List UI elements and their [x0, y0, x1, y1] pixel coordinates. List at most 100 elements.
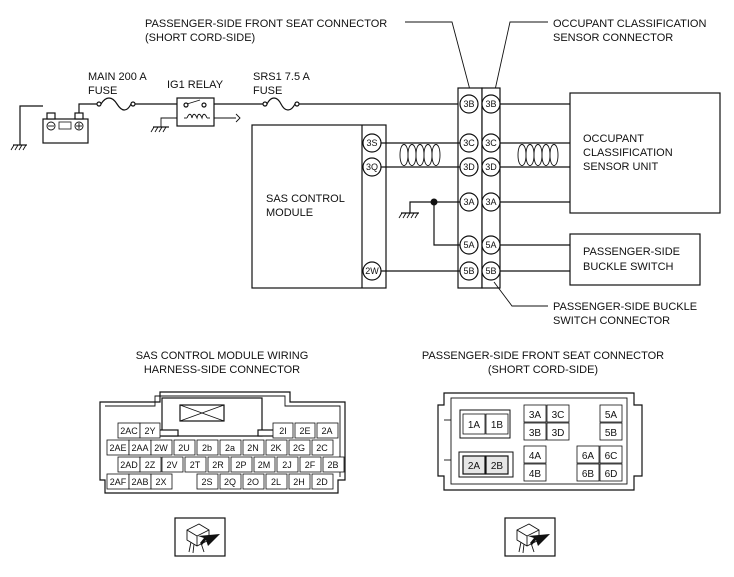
sas-pin-2i [272, 422, 294, 439]
seat-pin-2b-label: 2B [491, 461, 504, 472]
seat-pin-5b-label: 5B [605, 428, 618, 439]
connector-view-icon [174, 517, 226, 557]
sas-pin-2z [139, 456, 162, 473]
sas-pin-2b [322, 456, 345, 473]
sas-pin-2ac-label: 2AC [120, 426, 138, 436]
pin-5a-label: 5A [463, 240, 474, 250]
sas-pin-2w-label: 2W [154, 443, 168, 453]
occupant-sensor-connector-block [481, 87, 501, 289]
pin-5a-r-label: 5A [485, 240, 496, 250]
label-buckle-connector-2: SWITCH CONNECTOR [553, 315, 670, 327]
seat-pin-6a-label: 6A [582, 451, 595, 462]
seat-pin-6b [576, 463, 600, 482]
sas-pin-2j [276, 456, 299, 473]
seat-pin-5a [599, 404, 623, 423]
sas-pin-2u [173, 439, 196, 456]
sas-pin-2c [311, 439, 334, 456]
seat-pin-3a-label: 3A [529, 410, 542, 421]
sas-pin-2k-label: 2K [270, 443, 281, 453]
sas-pin-2r [207, 456, 230, 473]
sas-pin-2s [196, 473, 219, 490]
seat-pin-3c [546, 404, 570, 423]
sas-control-module [251, 124, 387, 289]
connector-view-icon-right [504, 517, 556, 557]
leader-line [494, 21, 548, 91]
sas-pin-2q [219, 473, 242, 490]
sas-pin-2m [253, 456, 276, 473]
relay-ground-wire [160, 117, 177, 127]
seat-pin-3b-label: 3B [529, 428, 542, 439]
sas-pin-2z-label: 2Z [145, 460, 156, 470]
sas-pin-2v [161, 456, 184, 473]
sas-pin-2h [288, 473, 311, 490]
seat-connector-cells: 1A 1B 3A 3C 3B 3D 5A 5B 2A 2B 4A 4B 6A 6… [462, 404, 623, 482]
seat-pin-1b [485, 413, 509, 435]
label-srs1-fuse-2: FUSE [253, 85, 282, 97]
sas-pin-2a-label: 2A [321, 426, 332, 436]
seat-pin-6c [599, 445, 623, 464]
sas-pin-2s-label: 2S [201, 477, 212, 487]
pin-3b-r-label: 3B [485, 99, 496, 109]
sas-pin-2e [294, 422, 316, 439]
sas-pin-2x [150, 473, 173, 490]
sas-pin-2a-lower-label: 2a [225, 443, 235, 453]
seat-pin-6b-label: 6B [582, 469, 595, 480]
pin-3d-label: 3D [463, 162, 475, 172]
pin-3c-label: 3C [463, 138, 475, 148]
pass-front-seat-connector-block [457, 87, 483, 289]
label-buckle-connector: PASSENGER-SIDE BUCKLE [553, 301, 697, 313]
seat-pin-6a [576, 445, 600, 464]
buckle-switch-label-2: BUCKLE SWITCH [583, 261, 674, 273]
seat-pin-2a-label: 2A [468, 461, 481, 472]
pin-5b-label: 5B [463, 266, 474, 276]
sas-pin-2h-label: 2H [293, 477, 305, 487]
seat-conn-title-2: (SHORT CORD-SIDE) [488, 364, 598, 376]
leader-line [493, 281, 548, 307]
main-fuse-icon [100, 97, 132, 111]
sas-pin-2r-label: 2R [212, 460, 224, 470]
sas-pin-2ab-label: 2AB [131, 477, 148, 487]
seat-pin-2b [485, 455, 509, 475]
sas-pin-2b-lower-label: 2b [202, 443, 212, 453]
sas-pin-2o-label: 2O [247, 477, 259, 487]
sas-pin-2x-label: 2X [155, 477, 166, 487]
sas-pin-2aa-label: 2AA [131, 443, 148, 453]
pin-3q-label: 3Q [366, 162, 378, 172]
sas-pin-2a-lower [219, 439, 242, 456]
pin-3s-label: 3S [366, 138, 377, 148]
sas-pin-2y [139, 422, 161, 439]
seat-pin-3b [523, 422, 547, 441]
pin-2w-label: 2W [365, 266, 379, 276]
seat-pin-5b [599, 422, 623, 441]
twisted-pair-left [399, 144, 441, 166]
ocs-unit-label-2: CLASSIFICATION [583, 147, 673, 159]
label-main-fuse-2: FUSE [88, 85, 117, 97]
pin-3c-r-label: 3C [485, 138, 497, 148]
seat-connector-pins: 3B 3C 3D 3A 5A 5B [459, 94, 479, 281]
sas-wiring-title: SAS CONTROL MODULE WIRING [136, 350, 309, 362]
sas-pin-2a [316, 422, 339, 439]
ig1-relay-icon [176, 97, 215, 127]
battery-positive-wire [78, 103, 97, 113]
sas-pin-2f [299, 456, 322, 473]
sas-pin-2n [242, 439, 265, 456]
seat-pin-3c-label: 3C [552, 410, 565, 421]
sas-pin-2c-label: 2C [316, 443, 328, 453]
label-pass-front-seat-conn: PASSENGER-SIDE FRONT SEAT CONNECTOR [145, 18, 387, 30]
sas-pin-2ae-label: 2AE [109, 443, 126, 453]
sas-pin-2k [265, 439, 288, 456]
sas-pin-2v-label: 2V [166, 460, 177, 470]
seat-pin-4a [523, 445, 547, 464]
sas-pin-2o [242, 473, 265, 490]
sas-pin-2w [150, 439, 173, 456]
label-short-cord-side: (SHORT CORD-SIDE) [145, 32, 255, 44]
seat-pin-4b-label: 4B [529, 469, 542, 480]
seat-pin-1b-label: 1B [491, 420, 504, 431]
seat-pin-3a [523, 404, 547, 423]
twisted-pair-right [517, 144, 559, 166]
seat-pin-3d [546, 422, 570, 441]
sas-pin-2e-label: 2E [299, 426, 310, 436]
sas-pin-2t-label: 2T [190, 460, 201, 470]
seat-pin-3d-label: 3D [552, 428, 565, 439]
